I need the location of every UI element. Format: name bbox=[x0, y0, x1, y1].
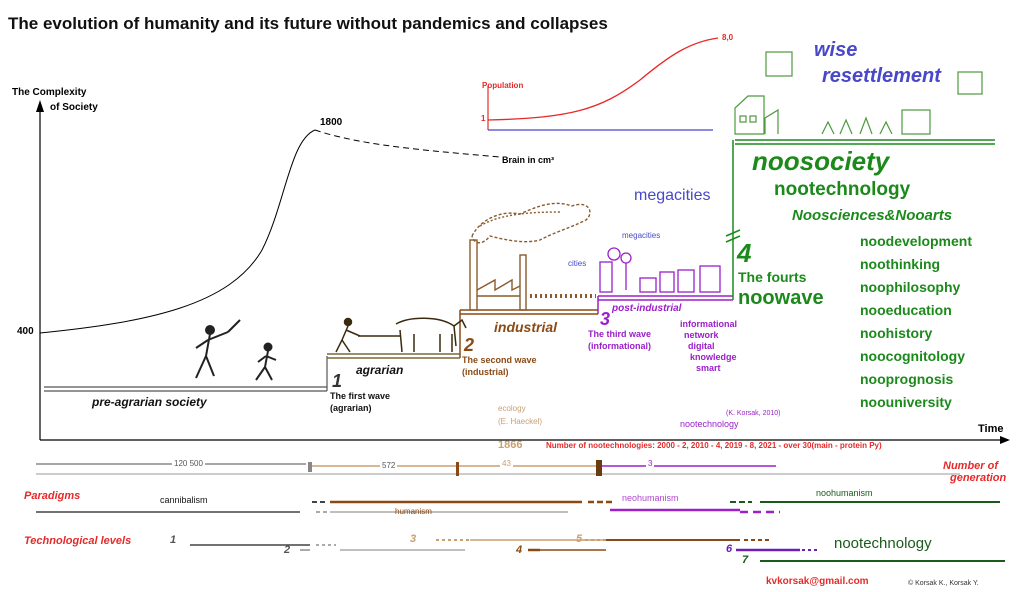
peak-year-label: 1800 bbox=[320, 117, 343, 128]
population-inset bbox=[487, 37, 719, 131]
wave-2-number: 2 bbox=[464, 335, 475, 355]
noosciences-label: Noosciences&Nooarts bbox=[792, 207, 953, 224]
generation-count: 572 bbox=[380, 461, 398, 470]
y-axis-label-line2: of Society bbox=[50, 102, 98, 113]
ecology-author: (E. Haeckel) bbox=[498, 417, 543, 426]
wave-4-label: The fourts bbox=[738, 269, 807, 285]
wave-4-sub: noowave bbox=[738, 287, 824, 309]
wave-3-sub: (informational) bbox=[588, 341, 651, 351]
x-axis-arrow bbox=[1000, 436, 1010, 444]
paradigm-neohumanism: neohumanism bbox=[622, 493, 679, 503]
paradigm-noohumanism: noohumanism bbox=[816, 488, 873, 498]
hunter-figures bbox=[195, 319, 277, 381]
wave-3-label: The third wave bbox=[588, 329, 652, 339]
stage-pre-agrarian: pre-agrarian society bbox=[92, 395, 207, 409]
wave-1-sub: (agrarian) bbox=[330, 403, 372, 413]
tech-level-number: 6 bbox=[726, 543, 733, 555]
population-start-label: 1 bbox=[481, 114, 486, 123]
y-tick-label: 400 bbox=[17, 326, 34, 337]
generations-label-line2: generation bbox=[950, 472, 1007, 484]
resettlement-label: resettlement bbox=[822, 65, 941, 87]
megacities-small-label: megacities bbox=[622, 231, 661, 240]
tech-levels-label: Technological levels bbox=[24, 535, 132, 547]
brain-dashed-curve bbox=[314, 129, 501, 158]
x-axis-label: Time bbox=[978, 423, 1004, 435]
tech-level-number: 2 bbox=[284, 544, 291, 556]
factory-scene bbox=[469, 202, 596, 311]
wave-3-item: digital bbox=[688, 341, 715, 351]
city-icons bbox=[599, 247, 721, 293]
wave-3-item: informational bbox=[680, 319, 738, 329]
wave-4-number: 4 bbox=[737, 238, 752, 268]
nootech-count-label: Number of nootechnologies: 2000 - 2, 201… bbox=[546, 441, 882, 450]
stage-agrarian: agrarian bbox=[356, 363, 404, 377]
paradigm-cannibalism: cannibalism bbox=[160, 495, 208, 505]
generations-label-line1: Number of bbox=[943, 460, 998, 472]
noo-item: nooeducation bbox=[860, 302, 952, 318]
noo-item: noohistory bbox=[860, 325, 933, 341]
megacities-large-label: megacities bbox=[634, 187, 711, 204]
paradigms-label: Paradigms bbox=[24, 490, 81, 502]
wave-1-number: 1 bbox=[332, 371, 343, 391]
wave-2-label: The second wave bbox=[462, 355, 537, 365]
author-email[interactable]: kvkorsak@gmail.com bbox=[766, 576, 869, 587]
cities-label: cities bbox=[568, 259, 587, 268]
wise-label: wise bbox=[814, 39, 858, 61]
noo-item: noodevelopment bbox=[860, 233, 973, 249]
wave-2-sub: (industrial) bbox=[462, 367, 509, 377]
copyright-label: © Korsak K., Korsak Y. bbox=[908, 580, 979, 587]
year-1866: 1866 bbox=[498, 439, 523, 451]
noosociety-label: noosociety bbox=[752, 146, 890, 176]
complexity-curve bbox=[39, 129, 316, 334]
tech-level-number: 3 bbox=[410, 533, 417, 545]
generation-count: 3 bbox=[646, 459, 655, 468]
tech-level-number: 1 bbox=[170, 534, 177, 546]
paradigm-humanism: humanism bbox=[395, 507, 432, 516]
tech-level-number: 7 bbox=[742, 554, 749, 566]
brain-label: Brain in cm³ bbox=[502, 155, 555, 165]
wave-3-item: smart bbox=[696, 363, 721, 373]
tech-level-number: 4 bbox=[516, 544, 523, 556]
tech-level-nootechnology: nootechnology bbox=[834, 535, 932, 552]
nootechnology-label: nootechnology bbox=[774, 179, 911, 200]
noo-item: nooprognosis bbox=[860, 371, 954, 387]
stage-post-industrial: post-industrial bbox=[612, 303, 682, 314]
resettlement-houses bbox=[734, 51, 983, 135]
page-title: The evolution of humanity and its future… bbox=[8, 14, 608, 33]
population-label: Population bbox=[482, 81, 524, 90]
wave-3-number: 3 bbox=[600, 309, 611, 329]
noo-item: noouniversity bbox=[860, 394, 952, 410]
plowing-scene bbox=[335, 317, 467, 353]
noo-item: noophilosophy bbox=[860, 279, 961, 295]
wave-1-label: The first wave bbox=[330, 391, 391, 401]
tech-level-lines bbox=[190, 539, 1005, 562]
nootechnology-small-label: nootechnology bbox=[680, 419, 739, 429]
korsak-2010: (K. Korsak, 2010) bbox=[726, 410, 781, 417]
stage-industrial: industrial bbox=[494, 319, 558, 335]
paradigms-lines bbox=[36, 500, 1000, 514]
wave-3-item: knowledge bbox=[690, 352, 737, 362]
y-axis-arrow bbox=[36, 100, 44, 112]
generation-count: 120 500 bbox=[172, 459, 205, 468]
stage-steps bbox=[44, 139, 995, 392]
noo-item: noothinking bbox=[860, 256, 941, 272]
ecology-label: ecology bbox=[498, 404, 526, 413]
generation-count: 43 bbox=[500, 459, 513, 468]
tech-level-number: 5 bbox=[576, 533, 583, 545]
noo-item: noocognitology bbox=[860, 348, 965, 364]
y-axis-label-line1: The Complexity bbox=[12, 87, 87, 98]
population-end-label: 8,0 bbox=[722, 33, 734, 42]
generations-line bbox=[36, 460, 960, 476]
wave-3-item: network bbox=[684, 330, 719, 340]
